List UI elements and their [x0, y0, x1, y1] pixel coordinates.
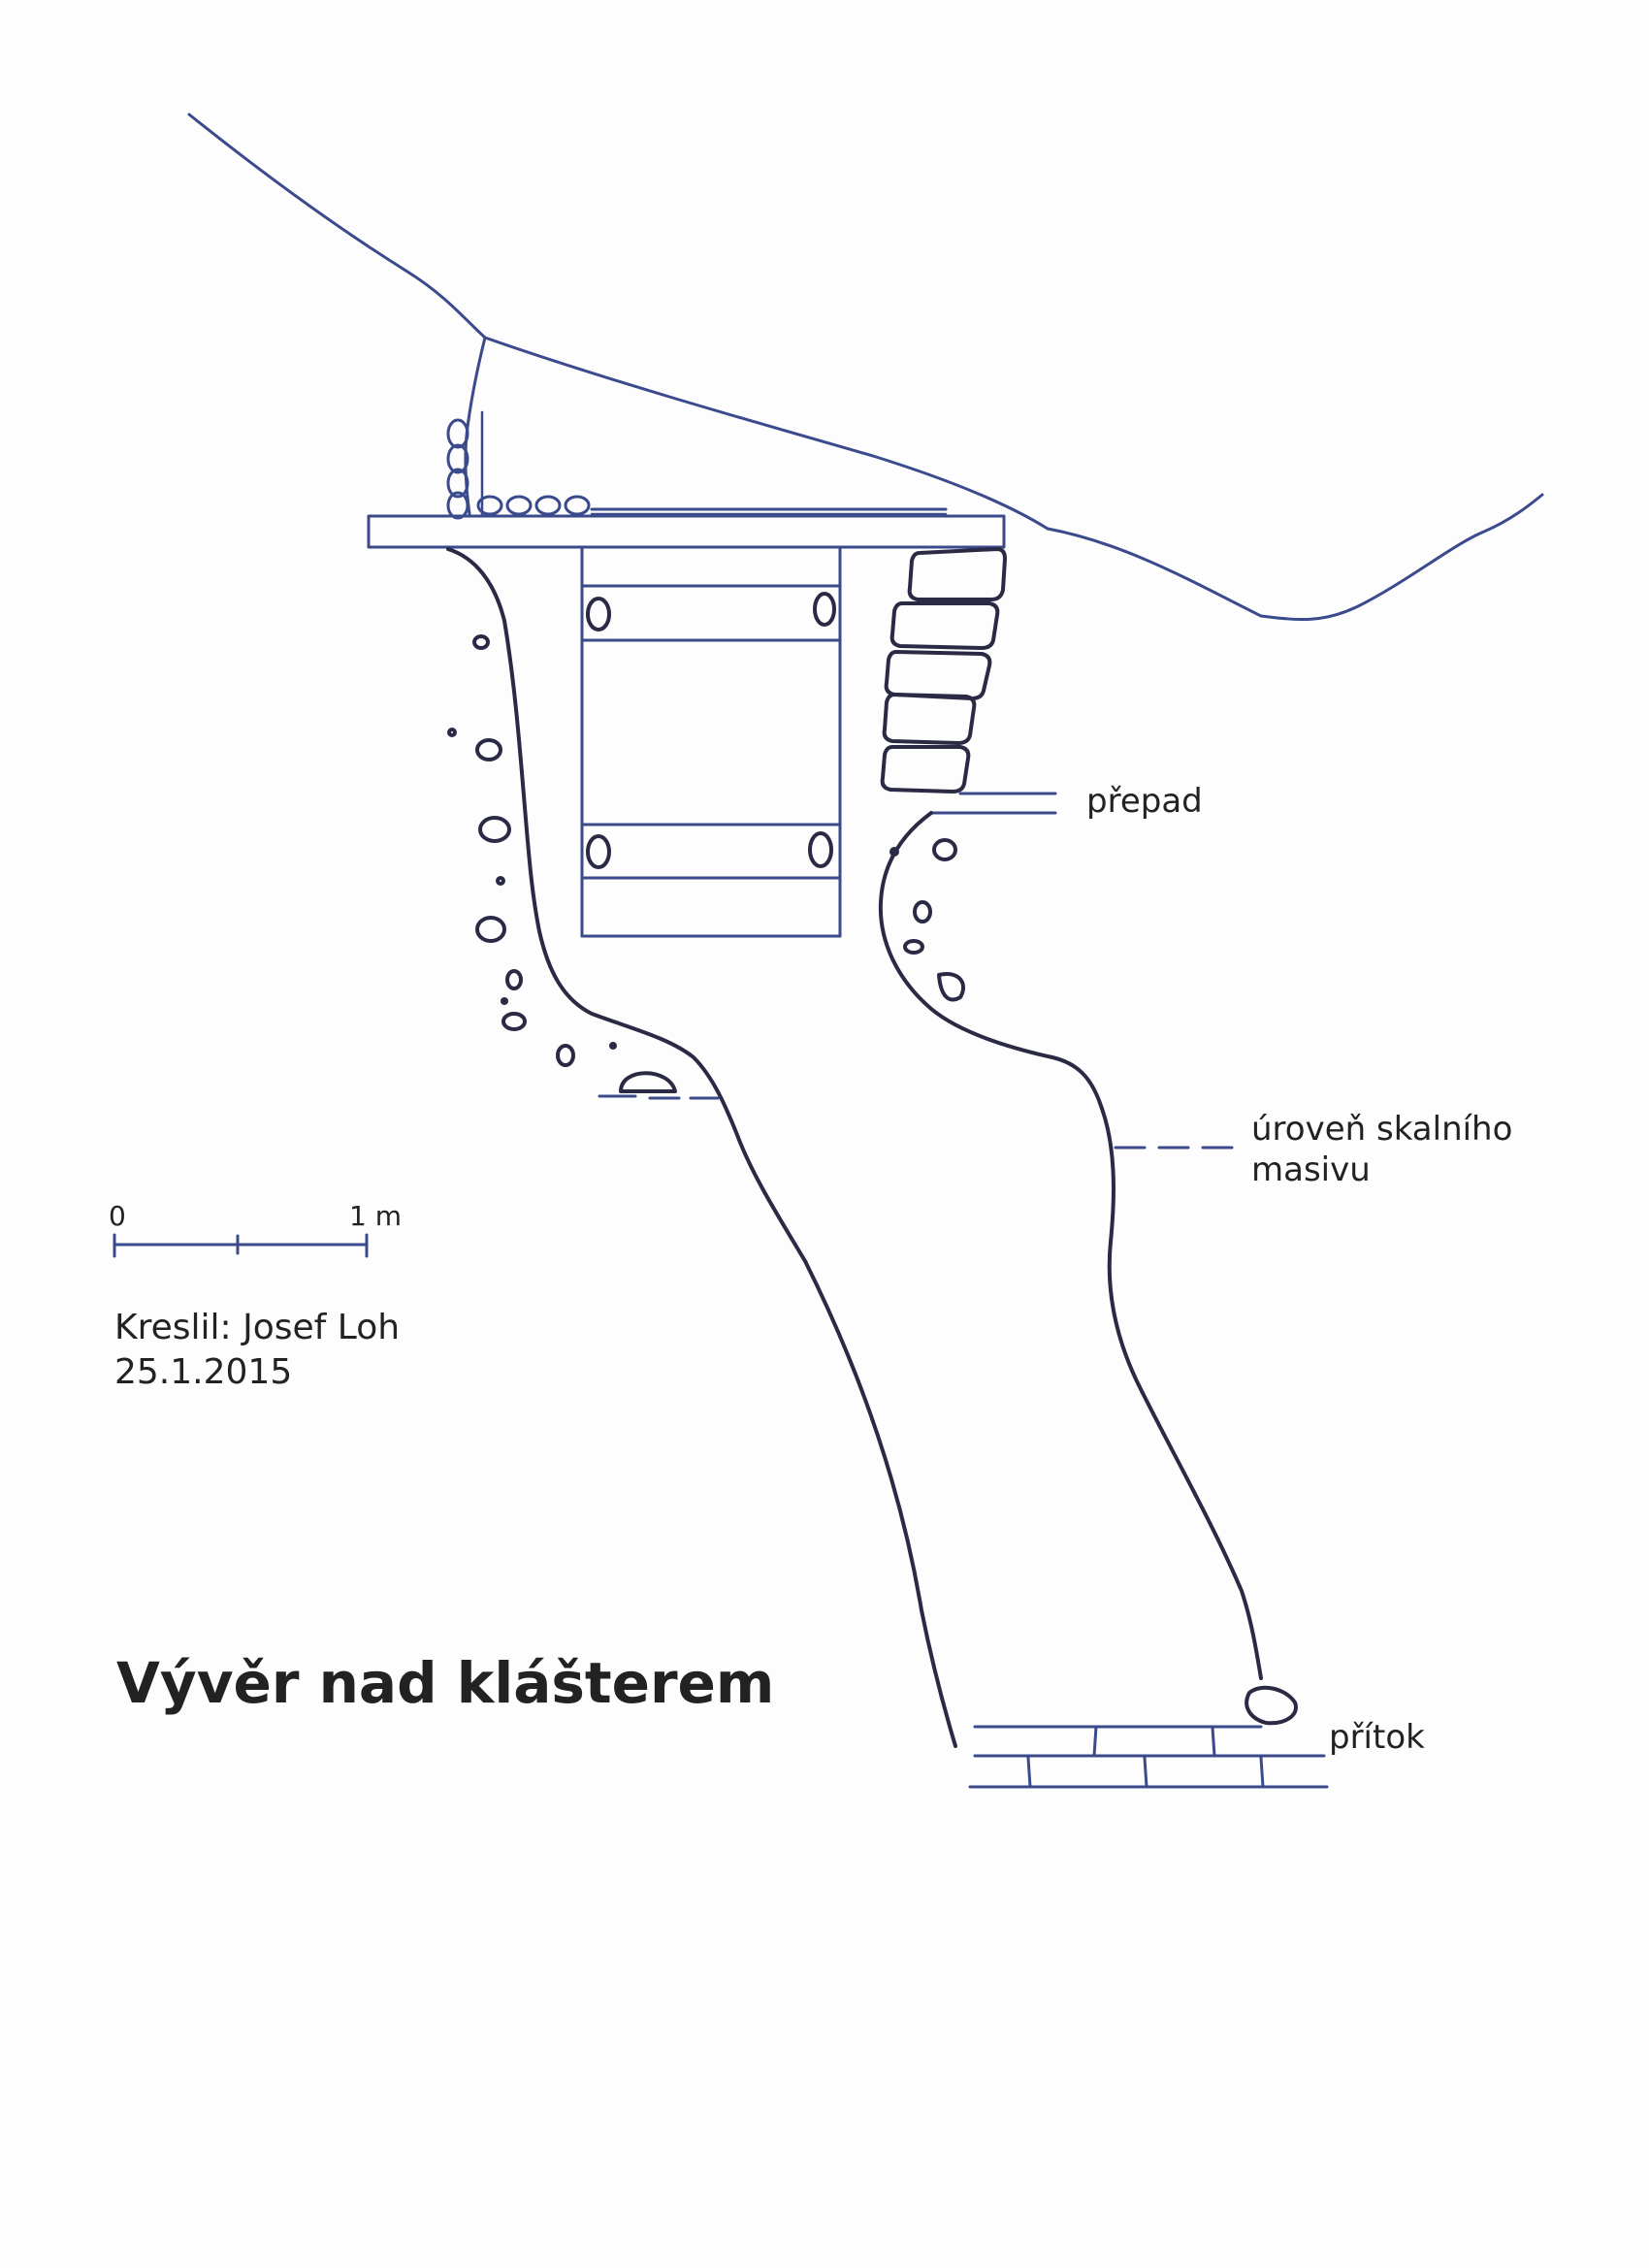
brick-floor: [968, 1725, 1329, 1789]
stone: [505, 495, 533, 516]
bedrock-level-dashes: [598, 1094, 1234, 1150]
stone: [564, 495, 591, 516]
cover-slab: [367, 514, 1006, 549]
cave-right-wall: [878, 811, 1263, 1680]
terrain-surface-line: [187, 113, 1544, 621]
stone: [476, 495, 503, 516]
stone: [534, 495, 562, 516]
bedrock-level-label: úroveň skalního masivu: [1251, 1110, 1513, 1189]
inflow-stone: [1245, 1685, 1298, 1726]
overflow-label: přepad: [1086, 782, 1203, 821]
cave-left-wall: [446, 547, 957, 1748]
loose-stones-right: [889, 838, 966, 1002]
rung-bolt: [808, 831, 833, 868]
drawing-date: 25.1.2015: [114, 1352, 293, 1392]
loose-stones-left: [447, 634, 677, 1093]
shaft-box: [580, 545, 842, 938]
scale-start-label: 0: [109, 1200, 126, 1232]
stone: [446, 468, 469, 499]
rung-bolt: [586, 597, 611, 632]
scale-end-label: 1 m: [349, 1200, 402, 1232]
stacked-stones-left: [446, 410, 591, 520]
rung-bolt: [813, 592, 836, 627]
stone: [446, 418, 469, 449]
scale-bar: [113, 1233, 369, 1258]
author-credit: Kreslil: Josef Loh: [114, 1308, 401, 1347]
inflow-label: přítok: [1329, 1718, 1425, 1757]
page-title: Vývěr nad klášterem: [116, 1650, 775, 1716]
rung-bolt: [586, 834, 611, 869]
masonry-blocks-right: [880, 547, 1007, 794]
stone: [446, 443, 469, 474]
stone: [446, 491, 469, 520]
